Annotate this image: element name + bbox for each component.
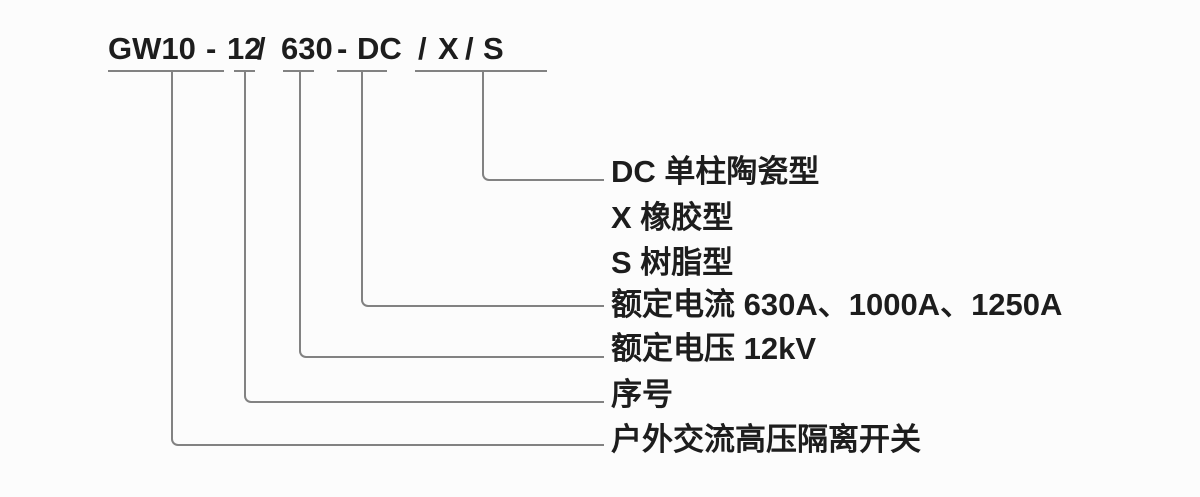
model-segment-dash-2: - <box>337 31 348 66</box>
model-segment-voltage: 12 <box>227 31 262 66</box>
model-segment-type-dc: DC <box>357 31 402 66</box>
model-segment-slash-1: / <box>257 31 266 66</box>
underline-dc-segment <box>337 70 387 72</box>
underline-series-segment <box>108 70 224 72</box>
legend-label-s-resin-type: S 树脂型 <box>611 245 734 280</box>
model-segment-dash-1: - <box>206 31 217 66</box>
underline-xs-segment <box>415 70 547 72</box>
connector-line-product <box>171 72 604 446</box>
underline-current-segment <box>283 70 314 72</box>
model-segment-type-s: S <box>483 31 504 66</box>
legend-label-serial-number: 序号 <box>611 377 673 412</box>
model-segment-current: 630 <box>281 31 333 66</box>
legend-label-rated-current: 额定电流 630A、1000A、1250A <box>611 287 1063 322</box>
legend-label-outdoor-ac-hv-disconnector: 户外交流高压隔离开关 <box>611 422 921 457</box>
connector-line-serial <box>244 72 604 403</box>
connector-line-rated-current <box>361 72 604 307</box>
model-segment-slash-2: / <box>418 31 427 66</box>
model-segment-type-x: X <box>438 31 459 66</box>
underline-voltage-segment <box>234 70 255 72</box>
legend-label-x-rubber-type: X 橡胶型 <box>611 200 734 235</box>
model-segment-series: GW10 <box>108 31 196 66</box>
legend-label-dc-ceramic-type: DC 单柱陶瓷型 <box>611 154 820 189</box>
connector-line-type <box>482 72 604 181</box>
model-segment-slash-3: / <box>465 31 474 66</box>
legend-label-rated-voltage: 额定电压 12kV <box>611 331 817 366</box>
connector-line-rated-voltage <box>299 72 604 358</box>
